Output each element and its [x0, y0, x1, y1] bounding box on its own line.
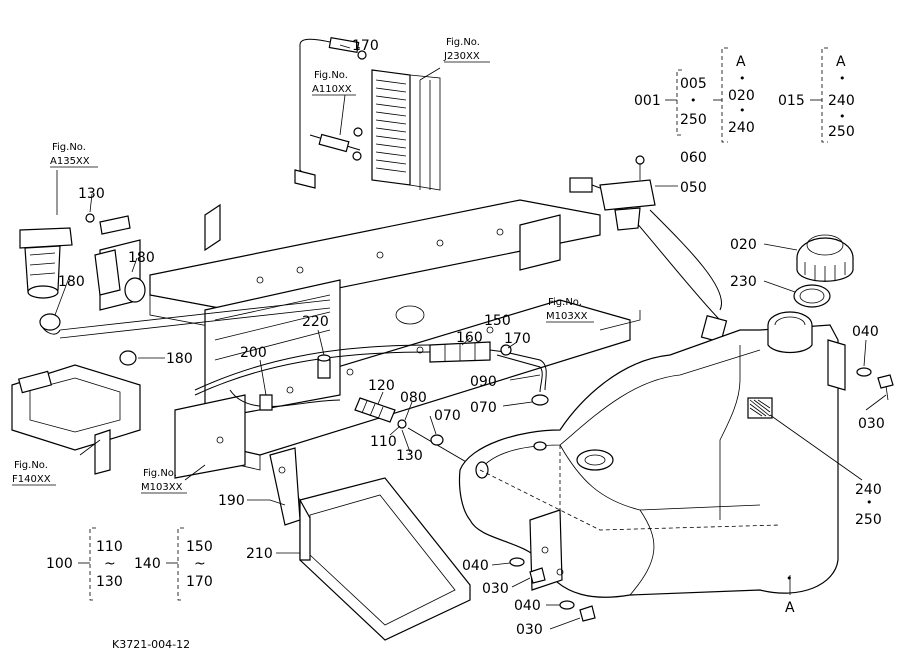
group-main: 015 [778, 93, 805, 109]
callout-080: 080 [400, 390, 427, 406]
fig-ref-a135: Fig.No. A135XX [50, 142, 98, 168]
fig-label: Fig.No. [143, 468, 177, 479]
fig-label: Fig.No. [314, 70, 348, 81]
hardware [430, 367, 894, 622]
fig-label: Fig.No. [548, 297, 582, 308]
group-main: 140 [134, 556, 161, 572]
callout-030-a: 030 [482, 581, 509, 597]
fig-code: A135XX [50, 156, 90, 167]
fig-label: Fig.No. [52, 142, 86, 153]
fig-code: M103XX [141, 482, 183, 493]
fig-code: M103XX [546, 311, 588, 322]
callout-040-a: 040 [462, 558, 489, 574]
group-right-2: 250 [828, 124, 855, 140]
callout-240: 240 [855, 482, 882, 498]
callout-120: 120 [368, 378, 395, 394]
group-left-1: 250 [680, 112, 707, 128]
group-right-2: 130 [96, 574, 123, 590]
group-100: 100 110 ~ 130 [46, 539, 123, 590]
group-dot: • [690, 94, 697, 107]
callout-180-c: 180 [166, 351, 193, 367]
fig-ref-a110: Fig.No. A110XX [312, 70, 356, 96]
fuel-cap [796, 234, 854, 282]
callout-180-a: 180 [128, 250, 155, 266]
group-dot: • [739, 104, 746, 117]
marker-a: A [785, 600, 795, 616]
group-015: 015 A • 240 • 250 [778, 54, 855, 140]
callout-170-mid: 170 [504, 331, 531, 347]
oil-cooler [294, 36, 441, 191]
callout-dot: • [866, 496, 873, 509]
callout-070-right: 070 [470, 400, 497, 416]
diagram-code: K3721-004-12 [112, 638, 190, 651]
marker-dot: • [786, 572, 793, 585]
callout-230: 230 [730, 274, 757, 290]
callout-160: 160 [456, 330, 483, 346]
group-dot: • [839, 72, 846, 85]
group-dot: • [739, 72, 746, 85]
fig-code: F140XX [12, 474, 51, 485]
step-plate [269, 447, 471, 641]
fig-label: Fig.No. [446, 37, 480, 48]
callout-190: 190 [218, 493, 245, 509]
group-right-1: 240 [828, 93, 855, 109]
callout-210: 210 [246, 546, 273, 562]
fig-ref-m103-left: Fig.No. M103XX [141, 468, 187, 494]
callout-170-top: 170 [352, 38, 379, 54]
cap-gasket [793, 284, 831, 308]
fuel-tank [458, 311, 846, 598]
fig-ref-j230: Fig.No. J230XX [443, 37, 490, 63]
callout-labels: 170 130 180 180 180 060 050 020 230 040 … [58, 38, 885, 638]
callout-090: 090 [470, 374, 497, 390]
group-right-0: 150 [186, 539, 213, 555]
callout-020: 020 [730, 237, 757, 253]
callout-130-mid: 130 [396, 448, 423, 464]
group-dot: • [839, 110, 846, 123]
group-right-0: A [736, 54, 746, 70]
group-right-2: 240 [728, 120, 755, 136]
group-140: 140 150 ~ 170 [134, 539, 213, 590]
callout-250: 250 [855, 512, 882, 528]
fig-code: A110XX [312, 84, 352, 95]
callout-050: 050 [680, 180, 707, 196]
fig-ref-m103-right: Fig.No. M103XX [546, 297, 594, 323]
group-right-1: ~ [194, 556, 206, 572]
callout-130-top: 130 [78, 186, 105, 202]
fuel-filter [19, 213, 146, 366]
callout-060: 060 [680, 150, 707, 166]
callout-200: 200 [240, 345, 267, 361]
fig-ref-f140: Fig.No. F140XX [12, 460, 56, 486]
frame-assembly [59, 199, 631, 479]
callout-220: 220 [302, 314, 329, 330]
callout-150: 150 [484, 313, 511, 329]
callout-110: 110 [370, 434, 397, 450]
floor-bracket [11, 364, 141, 475]
group-right-0: A [836, 54, 846, 70]
callout-040-b: 040 [514, 598, 541, 614]
callout-030-b: 030 [516, 622, 543, 638]
fig-code: J230XX [443, 51, 480, 62]
group-main: 100 [46, 556, 73, 572]
leader-lines [54, 44, 887, 630]
group-left-0: 005 [680, 76, 707, 92]
callout-030-right: 030 [858, 416, 885, 432]
group-right-2: 170 [186, 574, 213, 590]
group-main: 001 [634, 93, 661, 109]
callout-070-mid: 070 [434, 408, 461, 424]
group-right-0: 110 [96, 539, 123, 555]
fig-label: Fig.No. [14, 460, 48, 471]
fuel-lines [194, 209, 728, 471]
group-right-1: 020 [728, 88, 755, 104]
group-brackets [78, 47, 828, 601]
group-right-1: ~ [104, 556, 116, 572]
group-001: 001 005 • 250 A • 020 • 240 [634, 54, 755, 136]
callout-040-right: 040 [852, 324, 879, 340]
fuel-sender [569, 155, 656, 231]
callout-180-b: 180 [58, 274, 85, 290]
